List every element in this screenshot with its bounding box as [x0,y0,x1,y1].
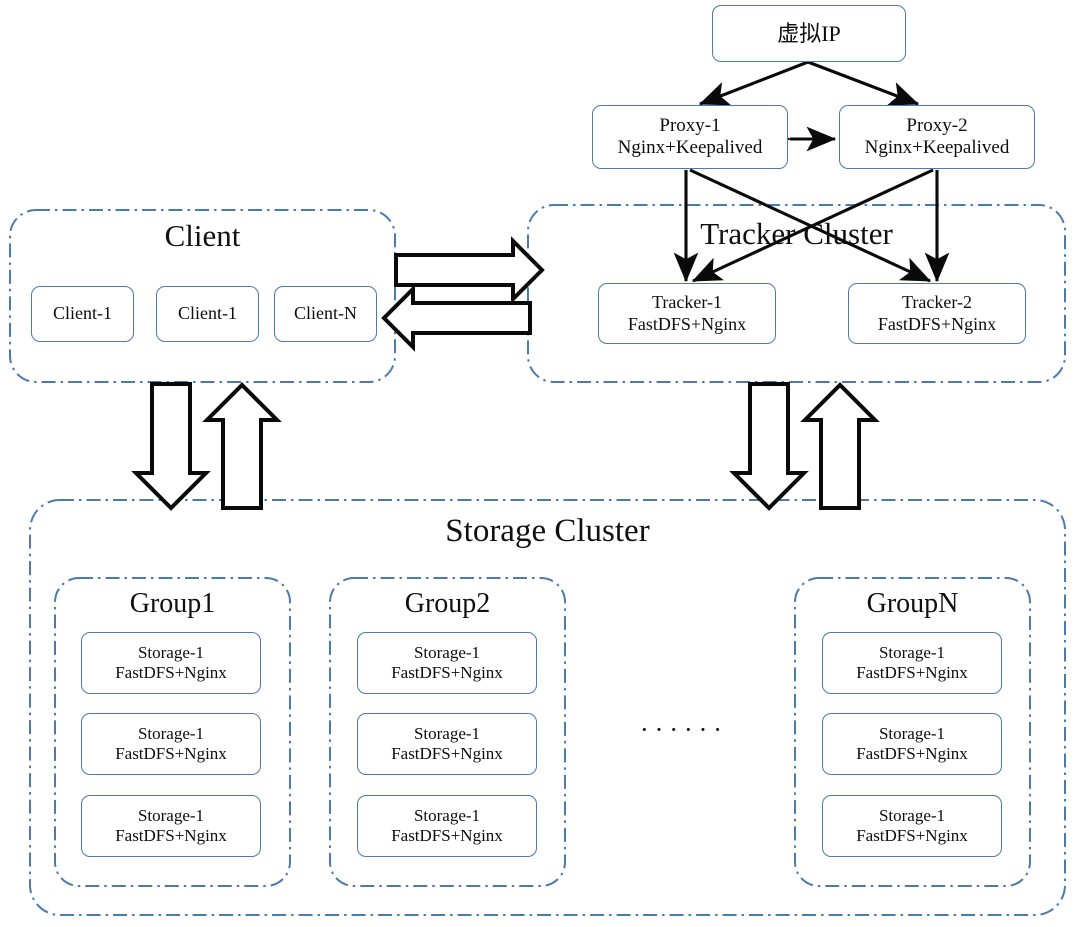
group2-storage-node-3[interactable]: Storage-1 FastDFS+Nginx [357,795,537,857]
groupn-storage-node-2[interactable]: Storage-1 FastDFS+Nginx [822,713,1002,775]
group2-storage-node-2[interactable]: Storage-1 FastDFS+Nginx [357,713,537,775]
vip-label: 虚拟IP [777,20,841,46]
groupn-storage-node-2-stack: FastDFS+Nginx [856,744,968,763]
block-arrow-tracker-to-client [381,284,532,352]
tracker-cluster-outline [527,204,1066,383]
client-node-1-label: Client-1 [53,303,112,324]
client-node-2-label: Client-1 [178,303,237,324]
proxy-1-stack: Nginx+Keepalived [617,137,763,158]
block-arrow-tracker-to-storage [729,382,809,511]
proxy-1-name: Proxy-1 [659,114,721,136]
group2-storage-node-1[interactable]: Storage-1 FastDFS+Nginx [357,632,537,694]
groupn-storage-node-3[interactable]: Storage-1 FastDFS+Nginx [822,795,1002,857]
client-node-n-label: Client-N [294,303,357,324]
tracker-1-name: Tracker-1 [652,292,722,313]
groupn-storage-node-1[interactable]: Storage-1 FastDFS+Nginx [822,632,1002,694]
client-node-2[interactable]: Client-1 [156,286,259,342]
proxy-1-node[interactable]: Proxy-1 Nginx+Keepalived [592,105,788,169]
group2-outline [329,577,566,887]
groups-ellipsis: ······ [640,715,728,744]
block-arrow-client-to-storage [131,382,211,511]
arrow-vip-to-proxy-2 [807,60,920,106]
group1-storage-node-2[interactable]: Storage-1 FastDFS+Nginx [81,713,261,775]
group2-storage-node-1-name: Storage-1 [413,642,481,662]
proxy-2-stack: Nginx+Keepalived [864,137,1010,158]
tracker-1-node[interactable]: Tracker-1 FastDFS+Nginx [598,283,776,344]
block-arrow-storage-to-client [202,382,282,510]
group1-outline [54,577,291,887]
client-node-1[interactable]: Client-1 [31,286,134,342]
tracker-2-stack: FastDFS+Nginx [877,313,997,334]
block-arrow-storage-to-tracker [800,382,880,510]
groupn-storage-node-3-name: Storage-1 [878,805,946,825]
block-arrow-client-to-tracker [394,236,545,304]
tracker-2-node[interactable]: Tracker-2 FastDFS+Nginx [848,283,1026,344]
groupn-storage-node-2-name: Storage-1 [878,723,946,743]
group1-storage-node-1-name: Storage-1 [137,642,205,662]
client-cluster-outline [9,209,396,383]
group1-storage-node-3-stack: FastDFS+Nginx [115,826,227,845]
storage-cluster-outline [29,499,1066,916]
proxy-2-node[interactable]: Proxy-2 Nginx+Keepalived [839,105,1035,169]
arrow-vip-to-proxy-1 [698,60,809,106]
groupn-storage-node-3-stack: FastDFS+Nginx [856,826,968,845]
vip-node[interactable]: 虚拟IP [712,5,906,62]
groupn-storage-node-1-stack: FastDFS+Nginx [856,663,968,682]
group2-storage-node-3-stack: FastDFS+Nginx [391,826,503,845]
groupn-outline [794,577,1031,887]
groupn-storage-node-1-name: Storage-1 [878,642,946,662]
group2-storage-node-3-name: Storage-1 [413,805,481,825]
group1-storage-node-1-stack: FastDFS+Nginx [115,663,227,682]
group1-storage-node-1[interactable]: Storage-1 FastDFS+Nginx [81,632,261,694]
client-node-n[interactable]: Client-N [274,286,377,342]
group1-title: Group1 [129,588,216,619]
group2-storage-node-2-stack: FastDFS+Nginx [391,744,503,763]
tracker-2-name: Tracker-2 [902,292,972,313]
group2-storage-node-1-stack: FastDFS+Nginx [391,663,503,682]
tracker-1-stack: FastDFS+Nginx [627,313,747,334]
proxy-2-name: Proxy-2 [906,114,968,136]
group2-title: Group2 [404,588,491,619]
group1-storage-node-2-name: Storage-1 [137,723,205,743]
group1-storage-node-2-stack: FastDFS+Nginx [115,744,227,763]
storage-cluster-title: Storage Cluster [445,513,650,549]
group1-storage-node-3[interactable]: Storage-1 FastDFS+Nginx [81,795,261,857]
client-cluster-title: Client [164,218,241,253]
arrow-proxy-2-to-tracker-1 [691,168,934,283]
group2-storage-node-2-name: Storage-1 [413,723,481,743]
groupn-title: GroupN [866,588,959,619]
group1-storage-node-3-name: Storage-1 [137,805,205,825]
